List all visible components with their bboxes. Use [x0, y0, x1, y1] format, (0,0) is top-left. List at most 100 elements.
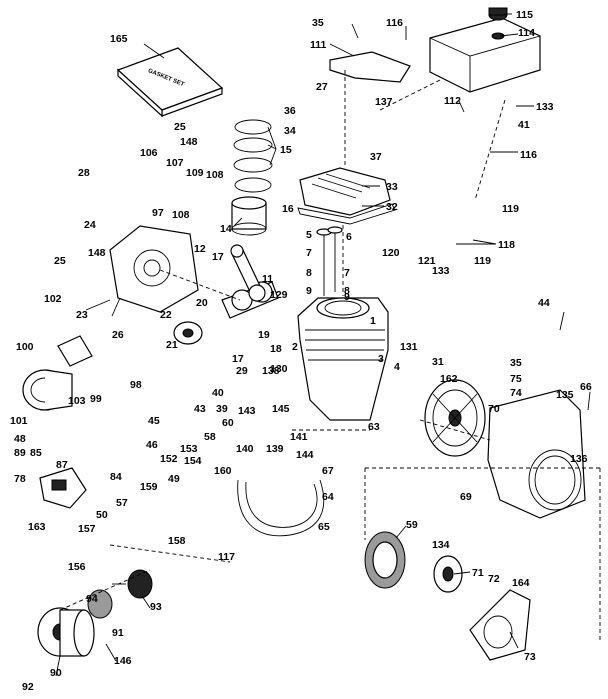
part-label-7: 7 [306, 247, 312, 259]
part-label-40: 40 [212, 387, 224, 399]
part-label-21: 21 [166, 339, 178, 351]
cylinder-head [297, 167, 396, 225]
part-label-26: 26 [112, 329, 124, 341]
part-label-121: 121 [418, 255, 436, 267]
part-label-129: 129 [270, 289, 288, 301]
part-label-1: 1 [370, 315, 376, 327]
part-label-74: 74 [510, 387, 522, 399]
part-label-63: 63 [368, 421, 380, 433]
part-label-94: 94 [86, 593, 98, 605]
part-label-148: 148 [180, 136, 198, 148]
leader-lines [55, 13, 601, 677]
part-label-69: 69 [460, 491, 472, 503]
part-label-24: 24 [84, 219, 96, 231]
part-label-145: 145 [272, 403, 290, 415]
cylinder-block [297, 297, 389, 421]
part-label-27: 27 [316, 81, 328, 93]
part-label-85: 85 [30, 447, 42, 459]
part-label-31: 31 [432, 356, 444, 368]
part-label-6: 6 [346, 231, 352, 243]
tank-bracket [329, 51, 411, 83]
part-label-73: 73 [524, 651, 536, 663]
part-label-106: 106 [140, 147, 158, 159]
part-label-22: 22 [160, 309, 172, 321]
part-label-99: 99 [90, 393, 102, 405]
part-label-131: 131 [400, 341, 418, 353]
part-label-84: 84 [110, 471, 122, 483]
part-label-35b: 35 [510, 357, 522, 369]
part-label-153: 153 [180, 443, 198, 455]
gasket-set-card: GASKET SET [116, 47, 224, 118]
part-label-60: 60 [222, 417, 234, 429]
part-label-139: 139 [266, 443, 284, 455]
valves [316, 226, 343, 296]
part-label-114: 114 [518, 27, 535, 39]
part-label-34: 34 [284, 125, 296, 137]
part-label-29: 29 [236, 365, 248, 377]
part-label-89: 89 [14, 447, 26, 459]
blower-housing [487, 389, 586, 519]
part-label-4: 4 [394, 361, 400, 373]
timing-gear [173, 321, 203, 345]
part-label-17: 17 [212, 251, 224, 263]
part-label-93: 93 [150, 601, 162, 613]
part-label-64: 64 [322, 491, 334, 503]
part-label-20: 20 [196, 297, 208, 309]
part-label-111: 111 [310, 39, 327, 51]
part-label-65: 65 [318, 521, 330, 533]
part-label-154: 154 [184, 455, 202, 467]
part-label-58: 58 [204, 431, 216, 443]
part-label-133: 133 [536, 101, 554, 113]
piston [231, 196, 267, 236]
part-label-98: 98 [130, 379, 142, 391]
part-label-46: 46 [146, 439, 158, 451]
part-label-67: 67 [322, 465, 334, 477]
crankcase-cover [109, 225, 199, 313]
part-label-17b: 17 [232, 353, 244, 365]
part-label-50: 50 [96, 509, 108, 521]
part-label-11: 11 [262, 273, 273, 285]
part-label-91: 91 [112, 627, 124, 639]
part-label-92: 92 [22, 681, 34, 693]
part-label-8: 8 [306, 267, 312, 279]
part-label-43: 43 [194, 403, 206, 415]
part-label-9: 9 [306, 285, 312, 297]
part-label-44: 44 [538, 297, 550, 309]
part-label-59: 59 [406, 519, 418, 531]
part-label-130: 130 [270, 363, 288, 375]
part-label-101: 101 [10, 415, 28, 427]
part-label-28: 28 [78, 167, 90, 179]
air-cleaner-bracket [57, 335, 93, 367]
part-label-2: 2 [292, 341, 298, 353]
part-label-136: 136 [570, 453, 588, 465]
part-label-158: 158 [168, 535, 186, 547]
part-label-164: 164 [512, 577, 530, 589]
part-label-159: 159 [140, 481, 158, 493]
part-label-143: 143 [238, 405, 256, 417]
part-number-labels: 165 35 116 115 114 111 27 137 112 133 41… [10, 9, 592, 693]
part-label-18: 18 [270, 343, 282, 355]
piston-rings [233, 119, 273, 193]
part-label-32: 32 [386, 201, 398, 213]
part-label-7b: 7 [344, 267, 350, 279]
part-label-135: 135 [556, 389, 574, 401]
part-label-152: 152 [160, 453, 178, 465]
part-label-71: 71 [472, 567, 484, 579]
part-label-115: 115 [516, 9, 533, 21]
part-label-3: 3 [378, 353, 384, 365]
part-label-160: 160 [214, 465, 232, 477]
part-label-5: 5 [306, 229, 312, 241]
part-label-78: 78 [14, 473, 26, 485]
part-label-70: 70 [488, 403, 500, 415]
starter-assembly [364, 531, 531, 661]
part-label-118: 118 [498, 239, 515, 251]
part-label-108b: 108 [172, 209, 190, 221]
part-label-100: 100 [16, 341, 34, 353]
part-label-8b: 8 [344, 285, 350, 297]
connecting-rod [230, 244, 266, 302]
part-label-148b: 148 [88, 247, 106, 259]
part-label-66: 66 [580, 381, 592, 393]
part-label-165: 165 [110, 33, 128, 45]
part-label-75: 75 [510, 373, 522, 385]
part-label-37: 37 [370, 151, 382, 163]
